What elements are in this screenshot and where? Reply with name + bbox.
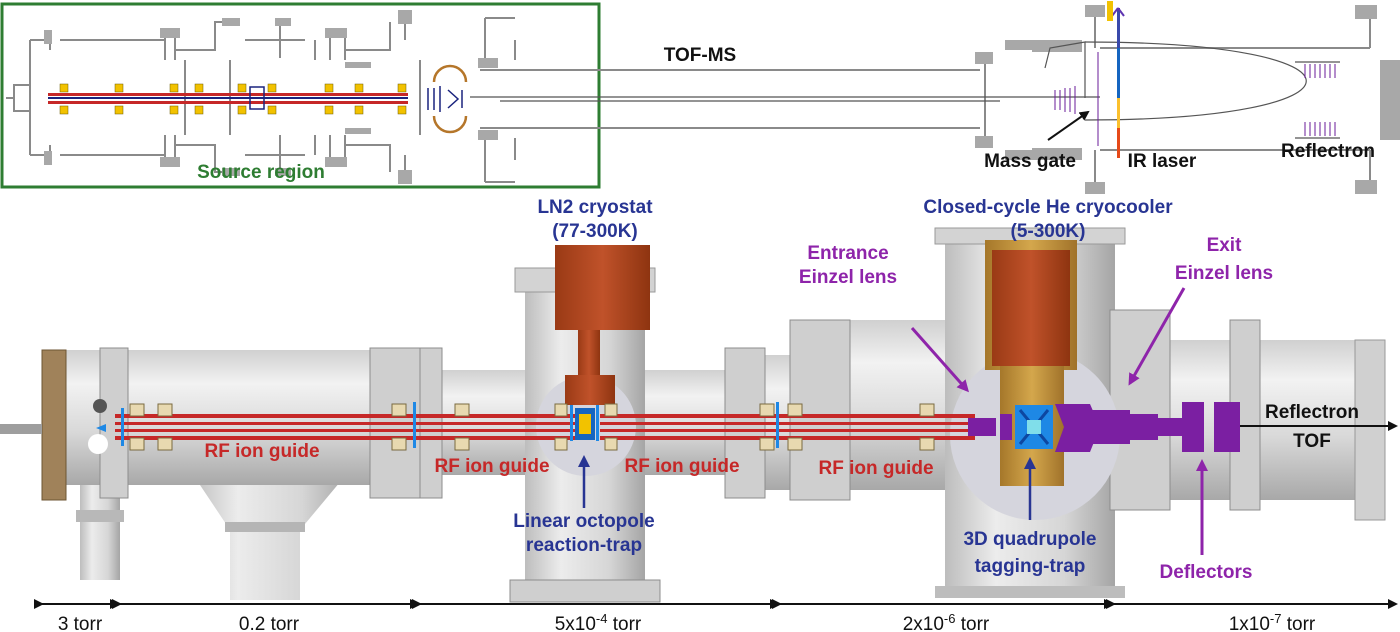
mass-gate-stack bbox=[1054, 86, 1076, 114]
entrance-point-marker bbox=[96, 424, 106, 432]
exit-lens-pointer bbox=[1128, 287, 1186, 386]
reflectron-tof-label-2: TOF bbox=[1293, 431, 1331, 452]
tof-ms-label: TOF-MS bbox=[664, 45, 736, 66]
pressure-5-unit: torr bbox=[1281, 614, 1315, 632]
quadrupole-label-1: 3D quadrupole bbox=[963, 529, 1096, 550]
source-flanges-solid bbox=[44, 10, 412, 184]
port-circle-2 bbox=[88, 434, 108, 454]
main-assembly: LN2 cryostat (77-300K) Closed-cycle He c… bbox=[0, 197, 1398, 603]
pressure-4-base: 2x10 bbox=[903, 614, 944, 632]
entrance-label-2: Einzel lens bbox=[799, 267, 897, 288]
pressure-label-2: 0.2 torr bbox=[239, 614, 300, 632]
rf-guide-label-3: RF ion guide bbox=[624, 456, 739, 477]
mass-gate-pointer bbox=[1047, 110, 1090, 141]
einzel-lens-parts bbox=[968, 402, 1240, 452]
pressure-scale: 3 torr 0.2 torr 5x10-4 torr 2x10-6 torr … bbox=[34, 599, 1398, 632]
exit-label-1: Exit bbox=[1207, 235, 1243, 256]
pressure-label-1: 3 torr bbox=[58, 614, 103, 632]
end-flange-wood bbox=[41, 349, 67, 501]
pressure-3-exp: -4 bbox=[596, 611, 608, 626]
top-trap-markers bbox=[249, 86, 463, 112]
guide-electrodes bbox=[129, 403, 935, 451]
top-ion-beam bbox=[48, 93, 408, 104]
tof-flanges-solid bbox=[478, 5, 1400, 194]
he-range: (5-300K) bbox=[1011, 221, 1086, 242]
entrance-lens-pointer bbox=[910, 327, 969, 393]
deflectors-label: Deflectors bbox=[1160, 562, 1253, 583]
source-region-label: Source region bbox=[197, 162, 325, 183]
top-schematic: TOF-MS Mass gate IR laser Reflectron Sou… bbox=[0, 1, 1400, 194]
top-guide-electrodes bbox=[59, 83, 407, 115]
mass-gate-label: Mass gate bbox=[984, 151, 1076, 172]
port-circle-1 bbox=[93, 399, 107, 413]
octopole-label-2: reaction-trap bbox=[526, 535, 642, 556]
pressure-5-base: 1x10 bbox=[1229, 614, 1270, 632]
blue-aperture-plates bbox=[121, 402, 779, 448]
rf-guide-label-4: RF ion guide bbox=[818, 458, 933, 479]
pressure-3-base: 5x10 bbox=[555, 614, 596, 632]
octopole-trap bbox=[575, 408, 595, 440]
ln2-title: LN2 cryostat bbox=[537, 197, 653, 218]
octopole-label-1: Linear octopole bbox=[513, 511, 654, 532]
tof-inner-lines bbox=[470, 41, 1340, 139]
ln2-range: (77-300K) bbox=[552, 221, 638, 242]
quadrupole-trap bbox=[1015, 405, 1053, 449]
pressure-4-unit: torr bbox=[955, 614, 989, 632]
ln2-cryostat-head bbox=[555, 245, 650, 330]
top-entrance-electrodes bbox=[432, 64, 468, 134]
reflectron-top-label: Reflectron bbox=[1281, 141, 1375, 162]
ln2-cryostat-stem bbox=[578, 330, 600, 375]
reflectron-grid bbox=[1097, 52, 1336, 146]
ln2-cryostat-mount bbox=[565, 375, 615, 405]
pressure-4-exp: -6 bbox=[944, 611, 956, 626]
pressure-5-exp: -7 bbox=[1270, 611, 1282, 626]
pressure-label-5: 1x10-7 torr bbox=[1229, 611, 1316, 632]
pressure-label-3: 5x10-4 torr bbox=[555, 611, 642, 632]
tof-tube-outline bbox=[480, 8, 1371, 190]
rf-guide-label-2: RF ion guide bbox=[434, 456, 549, 477]
ir-laser-beam bbox=[1107, 1, 1125, 158]
entrance-label-1: Entrance bbox=[807, 243, 888, 264]
ir-laser-label: IR laser bbox=[1128, 151, 1197, 172]
pressure-label-4: 2x10-6 torr bbox=[903, 611, 990, 632]
exit-label-2: Einzel lens bbox=[1175, 263, 1273, 284]
bottom-funnel bbox=[190, 470, 350, 600]
he-cryocooler-core bbox=[992, 250, 1070, 366]
quadrupole-label-2: tagging-trap bbox=[975, 556, 1086, 577]
feedthrough bbox=[0, 424, 42, 434]
rf-guide-label-1: RF ion guide bbox=[204, 441, 319, 462]
source-region-box bbox=[0, 2, 601, 189]
he-title: Closed-cycle He cryocooler bbox=[923, 197, 1173, 218]
reflectron-tof-label-1: Reflectron bbox=[1265, 402, 1359, 423]
pressure-3-unit: torr bbox=[607, 614, 641, 632]
